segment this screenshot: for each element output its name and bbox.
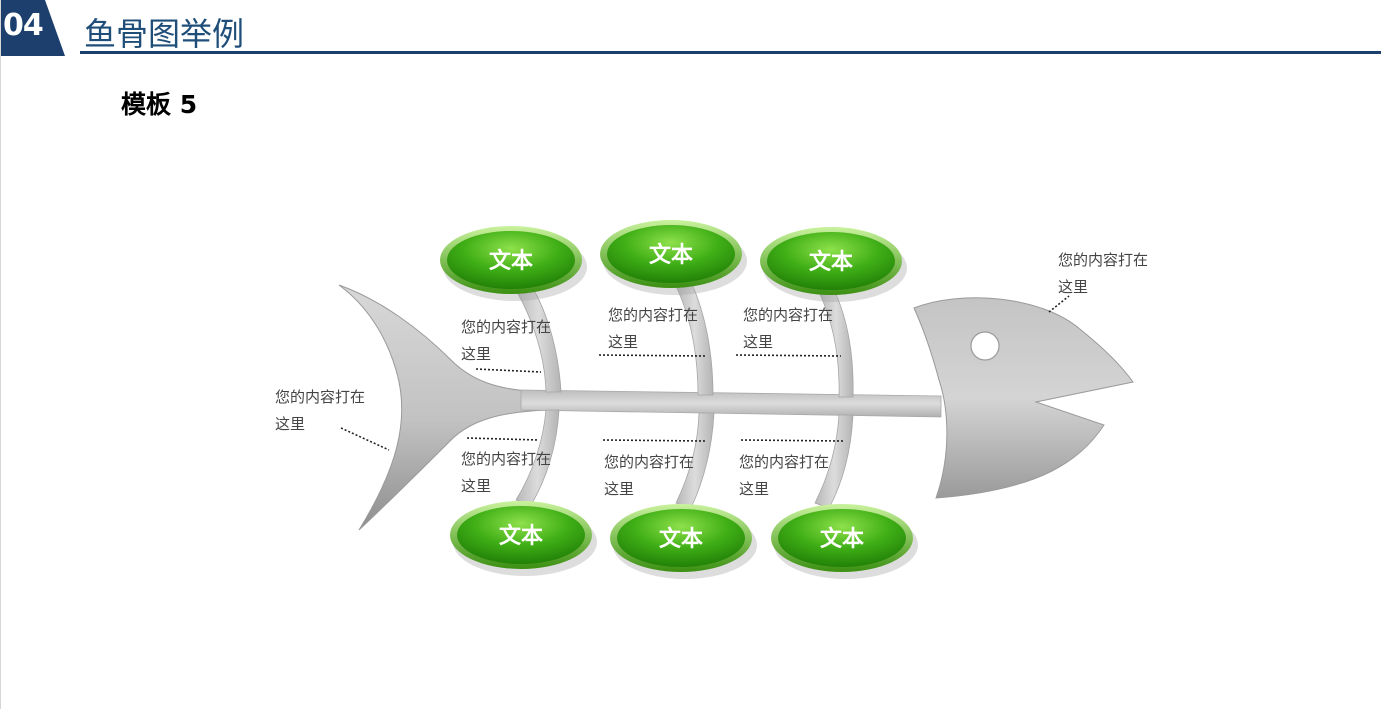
leader-top-1: [476, 369, 541, 372]
top-node-2: 文本: [600, 220, 747, 295]
leader-bottom-3: [741, 440, 843, 441]
bottom-node-label: 文本: [499, 523, 543, 549]
bottom-node-label: 文本: [820, 526, 864, 552]
bottom-note-1: 您的内容打在这里: [461, 446, 553, 500]
fish-head: [914, 298, 1133, 498]
fish-spine: [521, 390, 941, 417]
top-note-3: 您的内容打在这里: [743, 302, 839, 356]
top-node-3: 文本: [760, 227, 907, 302]
bottom-node-label: 文本: [659, 526, 703, 552]
tail-note: 您的内容打在这里: [275, 384, 371, 438]
top-note-2: 您的内容打在这里: [608, 302, 704, 356]
top-node-label: 文本: [809, 249, 853, 275]
bottom-node-2: 文本: [610, 504, 757, 579]
leader-bottom-2: [603, 440, 705, 441]
head-note: 您的内容打在这里: [1058, 247, 1154, 301]
leader-bottom-1: [467, 438, 539, 440]
top-node-label: 文本: [649, 242, 693, 268]
bottom-note-3: 您的内容打在这里: [739, 449, 835, 503]
bottom-node-1: 文本: [450, 501, 597, 576]
top-note-1: 您的内容打在这里: [461, 314, 553, 368]
top-node-1: 文本: [440, 226, 587, 301]
fish-eye: [971, 332, 999, 360]
bottom-note-2: 您的内容打在这里: [604, 449, 700, 503]
top-node-label: 文本: [489, 248, 533, 274]
bottom-node-3: 文本: [771, 504, 918, 579]
